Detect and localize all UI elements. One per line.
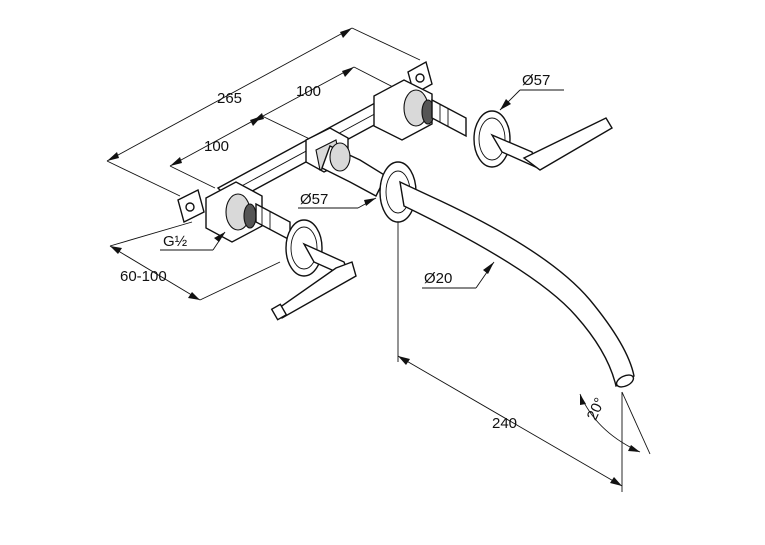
spout xyxy=(379,161,635,388)
dim-angle-label: 20° xyxy=(584,395,609,423)
dim-thread-label: G½ xyxy=(163,233,188,250)
center-connector xyxy=(321,142,387,197)
dim-100-lower-label: 100 xyxy=(204,138,229,155)
dim-spout-dia-label: Ø20 xyxy=(424,270,452,287)
dim-240-label: 240 xyxy=(492,415,517,432)
dim-handle-dia-label: Ø57 xyxy=(300,191,328,208)
dimension-angle: 20° xyxy=(579,391,651,455)
dim-265-label: 265 xyxy=(217,90,242,107)
dim-valve-dia-label: Ø57 xyxy=(522,72,550,89)
dimension-spout-dia: Ø20 xyxy=(422,261,495,289)
dimension-100-upper: 100 xyxy=(251,66,396,123)
dim-depth-label: 60-100 xyxy=(120,268,167,285)
right-handle xyxy=(473,110,613,171)
dim-100-upper-label: 100 xyxy=(296,83,321,100)
dimension-depth: 60-100 xyxy=(109,221,281,301)
left-handle xyxy=(270,219,357,321)
left-valve-body xyxy=(205,181,291,243)
dimension-handle-dia: Ø57 xyxy=(298,191,377,209)
dimension-265: 265 xyxy=(106,27,421,197)
dimension-valve-dia: Ø57 xyxy=(499,72,564,111)
dimension-240: 240 xyxy=(397,222,623,492)
right-valve-body xyxy=(373,79,467,141)
dimension-thread: G½ xyxy=(160,231,226,251)
